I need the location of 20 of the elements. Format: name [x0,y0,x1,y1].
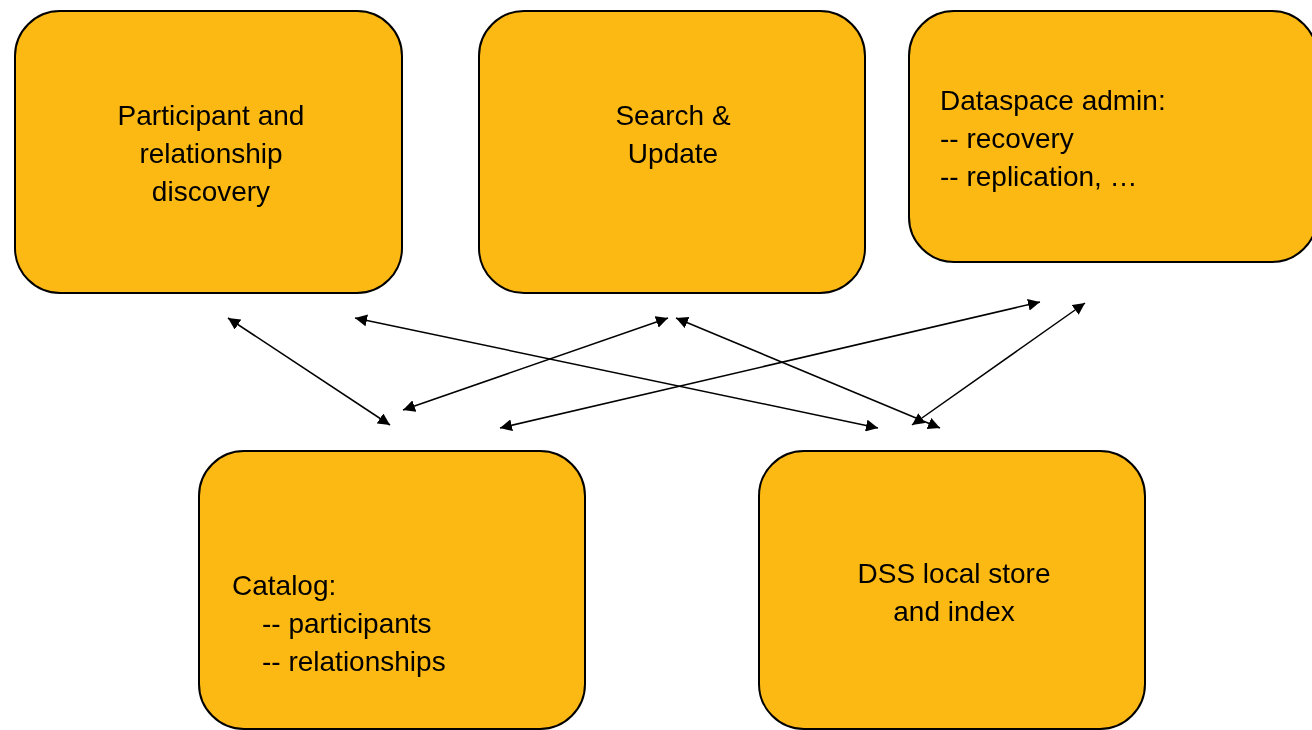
box-label: -- relationships [262,645,446,679]
box-label: DSS local store and index [856,557,1052,629]
rounded-box [198,450,586,730]
double-arrow [499,298,1041,432]
box-label: Dataspace admin: [940,84,1166,118]
double-arrow [402,316,669,412]
box-label: Participant and relationship discovery [116,99,306,209]
double-arrow [354,314,879,432]
double-arrow [227,317,391,426]
double-arrow [675,317,941,429]
box-label: -- replication, … [940,160,1138,194]
rounded-box [14,10,403,294]
rounded-box [908,10,1312,263]
rounded-box [758,450,1146,730]
box-label: -- participants [262,607,432,641]
rounded-box [478,10,866,294]
box-label: -- recovery [940,122,1074,156]
double-arrow [911,302,1086,426]
box-label: Catalog: [232,569,337,603]
box-label: Search & Update [614,99,732,171]
